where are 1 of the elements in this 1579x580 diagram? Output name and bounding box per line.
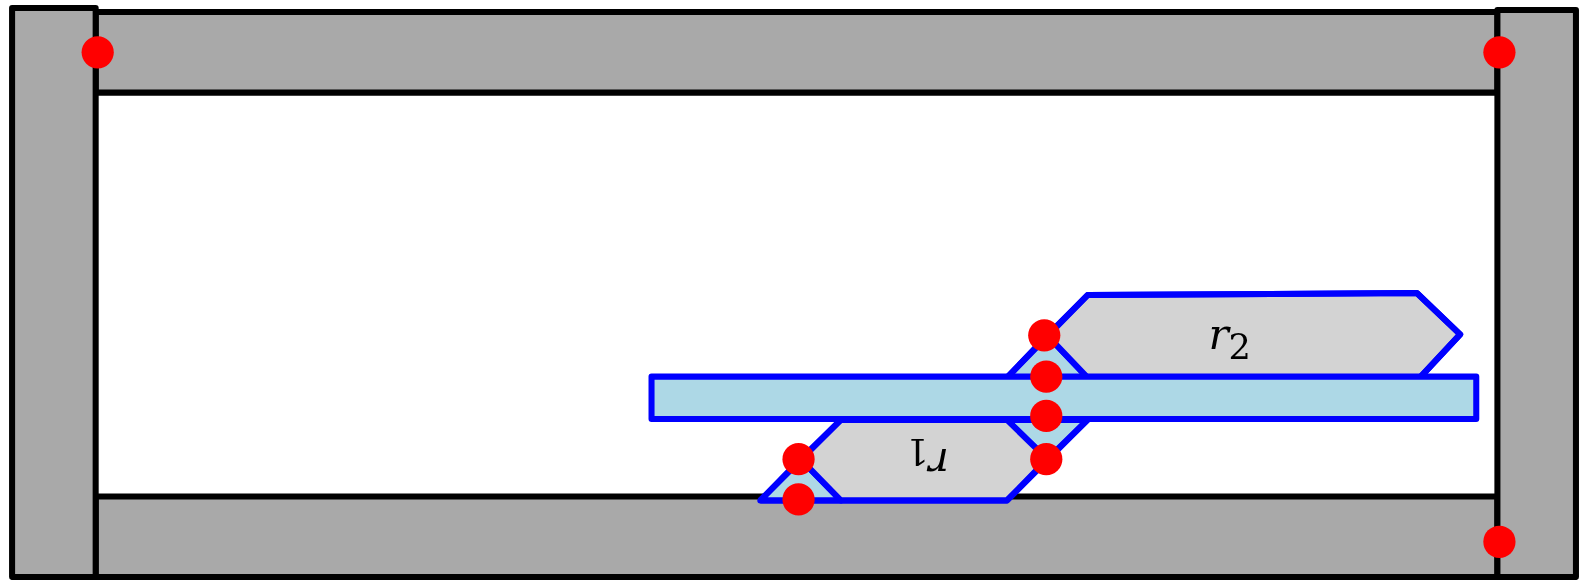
block-label: r$_{2}$: [1208, 314, 1252, 365]
